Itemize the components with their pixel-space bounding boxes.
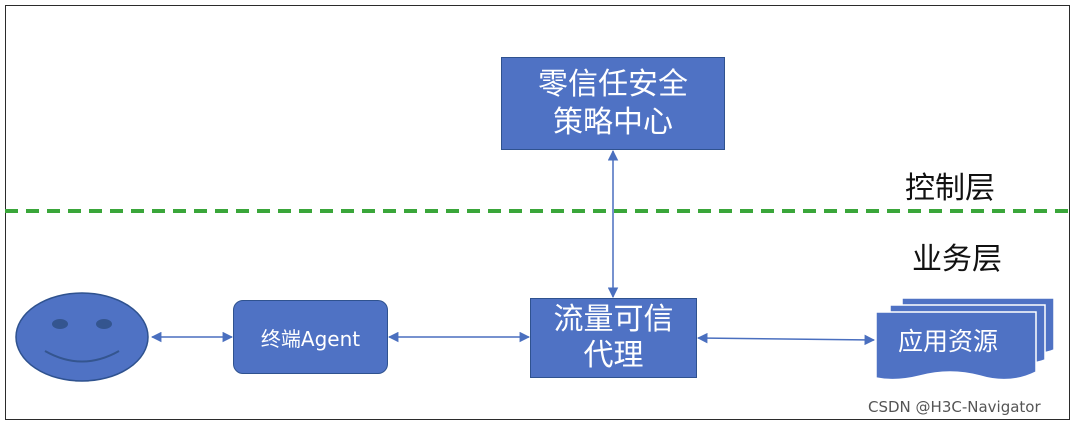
terminal-agent-box: 终端Agent	[233, 300, 388, 374]
terminal-agent-label: 终端Agent	[260, 326, 361, 351]
trusted-proxy-line-2: 代理	[583, 338, 644, 373]
policy-center-box: 零信任安全 策略中心	[501, 57, 725, 150]
business-layer-label: 业务层	[912, 242, 1002, 277]
watermark-text: CSDN @H3C-Navigator	[868, 398, 1041, 416]
resource-documents-icon	[875, 297, 1055, 381]
app-resource-label: 应用资源	[897, 327, 998, 356]
connector-proxy-resource	[696, 332, 876, 346]
policy-center-line-1: 零信任安全	[538, 66, 688, 102]
trusted-proxy-line-1: 流量可信	[553, 302, 674, 337]
policy-center-line-2: 策略中心	[553, 104, 673, 140]
control-layer-label: 控制层	[905, 171, 995, 206]
user-face-icon	[15, 292, 149, 382]
trusted-proxy-box: 流量可信 代理	[530, 298, 697, 378]
